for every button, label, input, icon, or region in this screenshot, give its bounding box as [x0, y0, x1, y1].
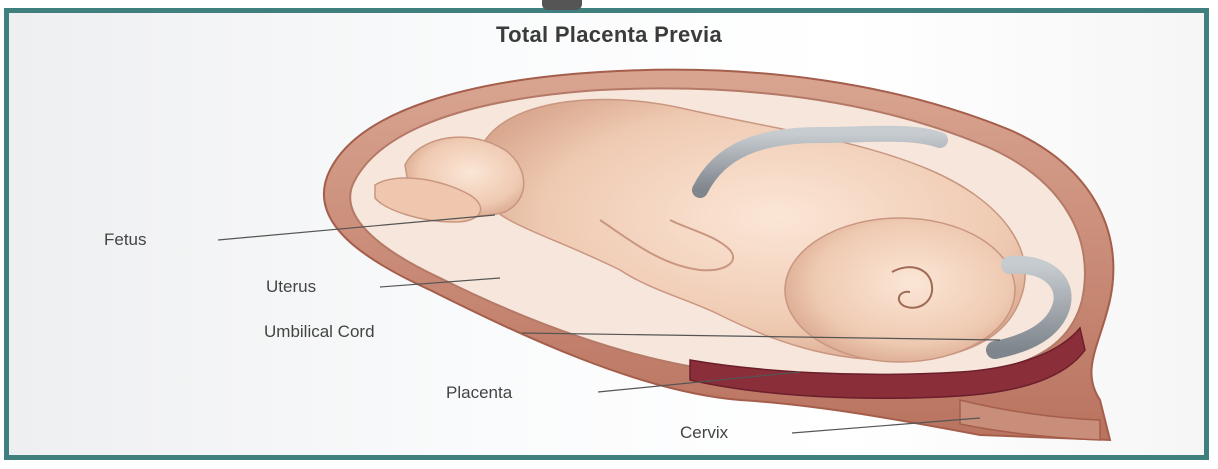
- label-fetus: Fetus: [104, 230, 147, 250]
- diagram-title: Total Placenta Previa: [0, 22, 1218, 48]
- label-umbilical-cord: Umbilical Cord: [264, 322, 375, 342]
- label-uterus: Uterus: [266, 277, 316, 297]
- label-cervix: Cervix: [680, 423, 728, 443]
- label-placenta: Placenta: [446, 383, 512, 403]
- fetus-head: [785, 218, 1015, 362]
